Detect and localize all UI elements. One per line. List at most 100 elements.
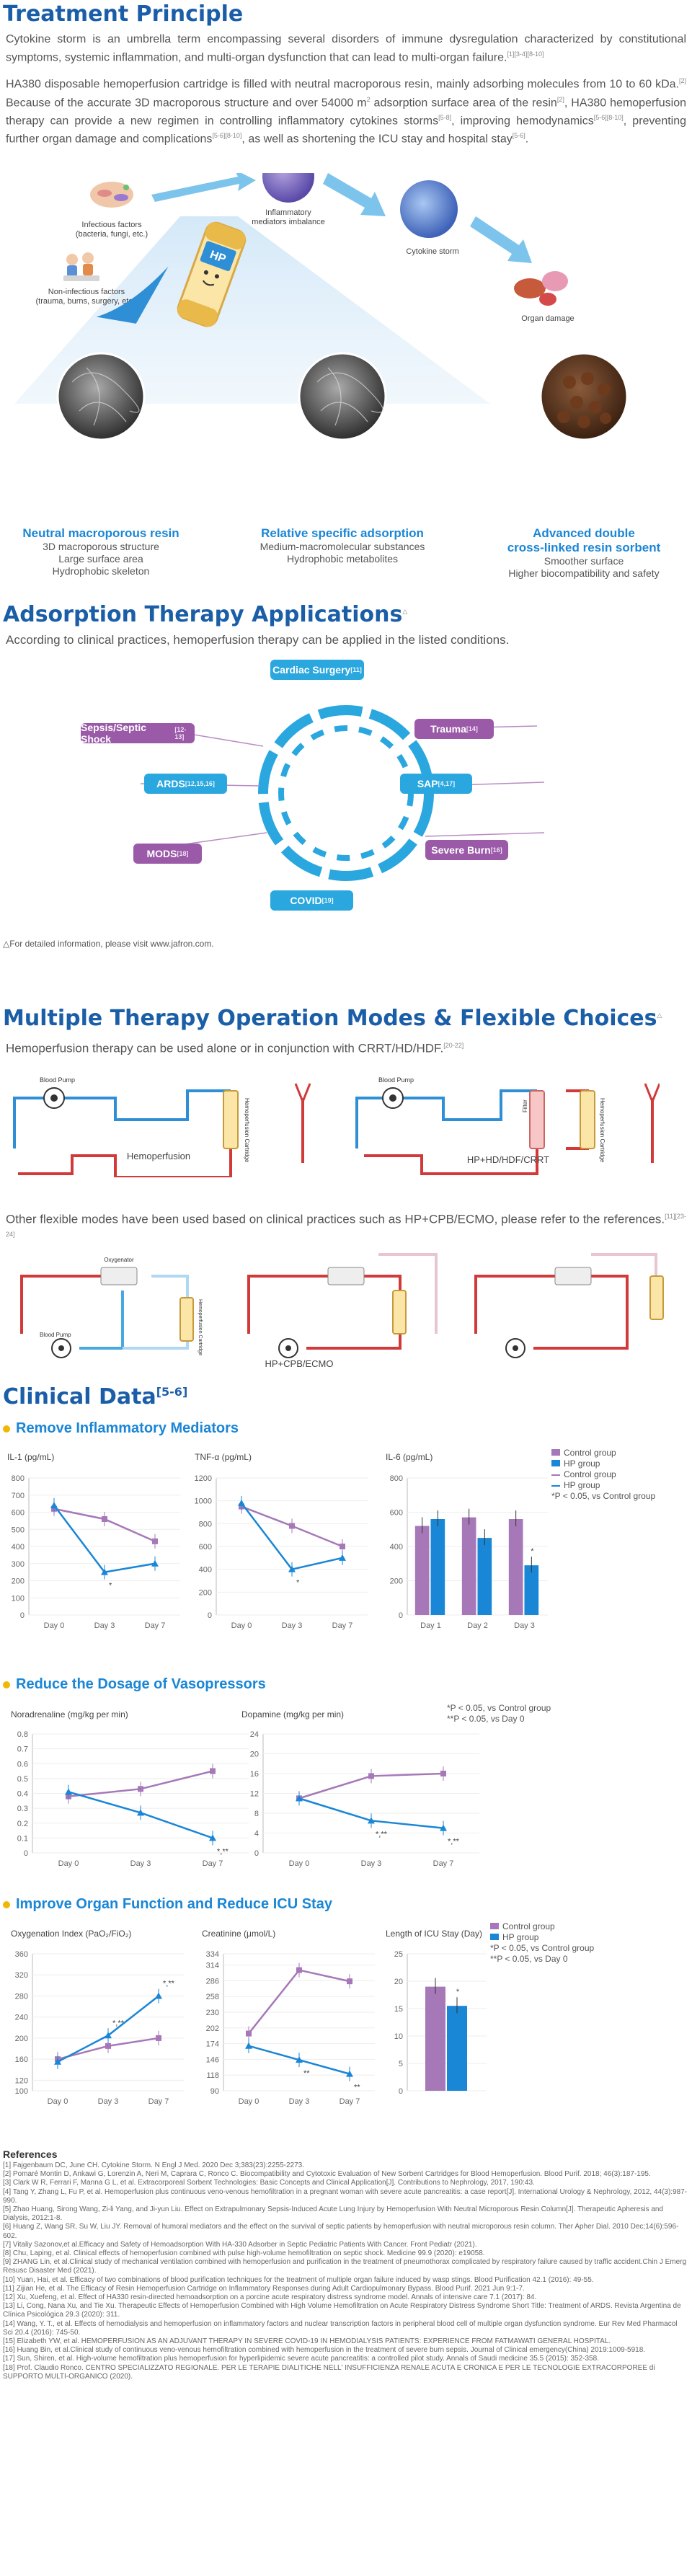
legend-row-1: Control group HP group Control group HP … (551, 1448, 655, 1502)
significance-marker: * (531, 1547, 534, 1556)
y-tick-label: 800 (199, 1520, 212, 1528)
adsorption-beam (14, 216, 490, 404)
modes-title: Multiple Therapy Operation Modes & Flexi… (0, 1006, 692, 1031)
cartridge-label: Hemoperfusion Cartridge (599, 1098, 606, 1163)
clinical-section: Clinical Data[5-6] Remove Inflammatory M… (0, 1384, 692, 2148)
legend-row-2: *P < 0.05, vs Control group **P < 0.05, … (447, 1703, 551, 1725)
y-tick-label: 240 (15, 2014, 28, 2022)
cartridge-label: Hemoperfusion Cartridge (244, 1098, 250, 1163)
hemoperfusion-cartridge-icon (179, 1297, 194, 1342)
app-cardiac-surgery: Cardiac Surgery[11] (270, 660, 364, 680)
y-tick-label: 400 (390, 1543, 403, 1552)
reference-item: [9] ZHANG Lin, et al.Clinical study of m… (3, 2258, 687, 2275)
p2e: , improving hemodynamics (451, 115, 594, 128)
hemoperfusion-cartridge-icon (392, 1290, 407, 1335)
feature-line: 3D macroporous structure (43, 541, 159, 552)
feature-specific-adsorption: Relative specific adsorption Medium-macr… (234, 526, 451, 565)
y-tick-label: 300 (12, 1560, 25, 1569)
p2a: HA380 disposable hemoperfusion cartridge… (6, 78, 679, 91)
reference-item: [4] Tang Y, Zhang L, Fu P, et al. Hemope… (3, 2187, 688, 2205)
y-tick-label: 0.4 (17, 1790, 28, 1799)
ref-sup: [14] (466, 725, 478, 732)
app-severe-burn: Severe Burn[16] (425, 840, 508, 860)
x-tick-label: Day 3 (361, 1859, 382, 1868)
chart-title: IL-1 (pg/mL) (7, 1452, 54, 1462)
treatment-para-1: Cytokine storm is an umbrella term encom… (0, 32, 692, 65)
y-tick-label: 1000 (195, 1497, 212, 1506)
y-tick-label: 700 (12, 1492, 25, 1500)
x-tick-label: Day 0 (289, 1859, 310, 1868)
bullet-dot-icon (3, 1425, 10, 1433)
macroporous-resin-image (56, 352, 146, 441)
y-tick-label: 5 (399, 2060, 403, 2068)
bar-control (414, 1526, 430, 1615)
texture (71, 367, 383, 426)
feature-title: Relative specific adsorption (261, 526, 424, 540)
pill-label: ARDS (156, 778, 185, 789)
feature-resin-sorbent: Advanced double cross-linked resin sorbe… (476, 526, 692, 580)
feature-title-2: cross-linked resin sorbent (507, 541, 661, 554)
y-tick-label: 0.3 (17, 1805, 28, 1813)
hp-hd-caption: HP+HD/HDF/CRRT (467, 1154, 549, 1165)
sub-organ-function: Improve Organ Function and Reduce ICU St… (0, 1896, 335, 1913)
ecmo-variant-3 (474, 1253, 664, 1358)
y-tick-label: 202 (206, 2024, 219, 2033)
blood-pump-label: Blood Pump (40, 1076, 75, 1084)
y-tick-label: 200 (390, 1577, 403, 1586)
modes-para-2: Other flexible modes have been used base… (0, 1209, 692, 1244)
chart-5: Oxygenation Index (PaO₂/FiO₂)10012016020… (11, 1929, 184, 2106)
sub-title-text: Improve Organ Function and Reduce ICU St… (16, 1896, 332, 1912)
x-tick-label: Day 7 (340, 2097, 360, 2106)
p2h: . (525, 133, 529, 146)
mechanism-diagram: Infectious factors (bacteria, fungi, etc… (14, 173, 629, 441)
ref-sup: [2] (678, 77, 686, 85)
legend-control: Control group (490, 1921, 594, 1932)
legend-hp: HP group (551, 1459, 655, 1469)
significance-note: **P < 0.05, vs Day 0 (490, 1954, 568, 1964)
legend-swatch (551, 1484, 560, 1487)
bar-hp (447, 2006, 467, 2091)
reference-item: [8] Chu, Laping, et al. Clinical effects… (3, 2249, 485, 2258)
y-tick-label: 0 (399, 1611, 403, 1620)
chart-title: Noradrenaline (mg/kg per min) (11, 1709, 128, 1719)
reference-item: [6] Huang Z, Wang SR, Su W, Liu JY. Remo… (3, 2223, 679, 2240)
legend-row-3: Control group HP group *P < 0.05, vs Con… (490, 1921, 594, 1965)
p2g: , as well as shortening the ICU stay and… (241, 133, 513, 146)
ref-sup: [5-6] (156, 1385, 188, 1399)
y-tick-label: 200 (199, 1588, 212, 1597)
legend-swatch (490, 1923, 499, 1929)
y-tick-label: 0.5 (17, 1775, 28, 1784)
people-icon (63, 252, 99, 281)
reference-item: [5] Zhao Huang, Sirong Wang, Zi-li Yang,… (3, 2205, 664, 2223)
reference-item: [2] Pomaré Montin D, Ankawi G, Lorenzin … (3, 2170, 651, 2179)
significance-marker: ** (354, 2084, 360, 2092)
ref-sup: [5-6] (512, 132, 525, 140)
x-tick-label: Day 1 (420, 1621, 441, 1630)
organ-label: Organ damage (521, 314, 574, 323)
ref-sup: [12,15,16] (185, 780, 215, 787)
x-tick-label: Day 3 (94, 1621, 115, 1630)
ref-sup: [2] (556, 95, 564, 103)
chart-6: Creatinine (μmol/L)901181461742022302582… (202, 1929, 375, 2106)
filter-label: Filter (522, 1099, 528, 1112)
hp-label: HP (208, 249, 228, 266)
significance-marker: * (456, 1988, 460, 1996)
y-tick-label: 174 (206, 2040, 219, 2049)
pill-label: Cardiac Surgery (272, 664, 351, 676)
ref-sup: [5-6][8-10] (212, 132, 242, 140)
hemoperfusion-caption: Hemoperfusion (127, 1151, 190, 1161)
app-trauma: Trauma[14] (414, 719, 494, 739)
y-tick-label: 500 (12, 1526, 25, 1534)
ref-sup: [19] (321, 897, 334, 904)
y-tick-label: 100 (15, 2087, 28, 2096)
title-sup: △ (402, 608, 408, 616)
y-tick-label: 334 (206, 1950, 219, 1959)
reference-item: [1] Fajgenbaum DC, June CH. Cytokine Sto… (3, 2161, 304, 2169)
y-tick-label: 0 (24, 1849, 28, 1858)
blood-pump-label: Blood Pump (40, 1332, 71, 1338)
ref-sup: [16] (490, 846, 502, 854)
legend-control: Control group (551, 1448, 655, 1459)
x-tick-label: Day 3 (282, 1621, 303, 1630)
